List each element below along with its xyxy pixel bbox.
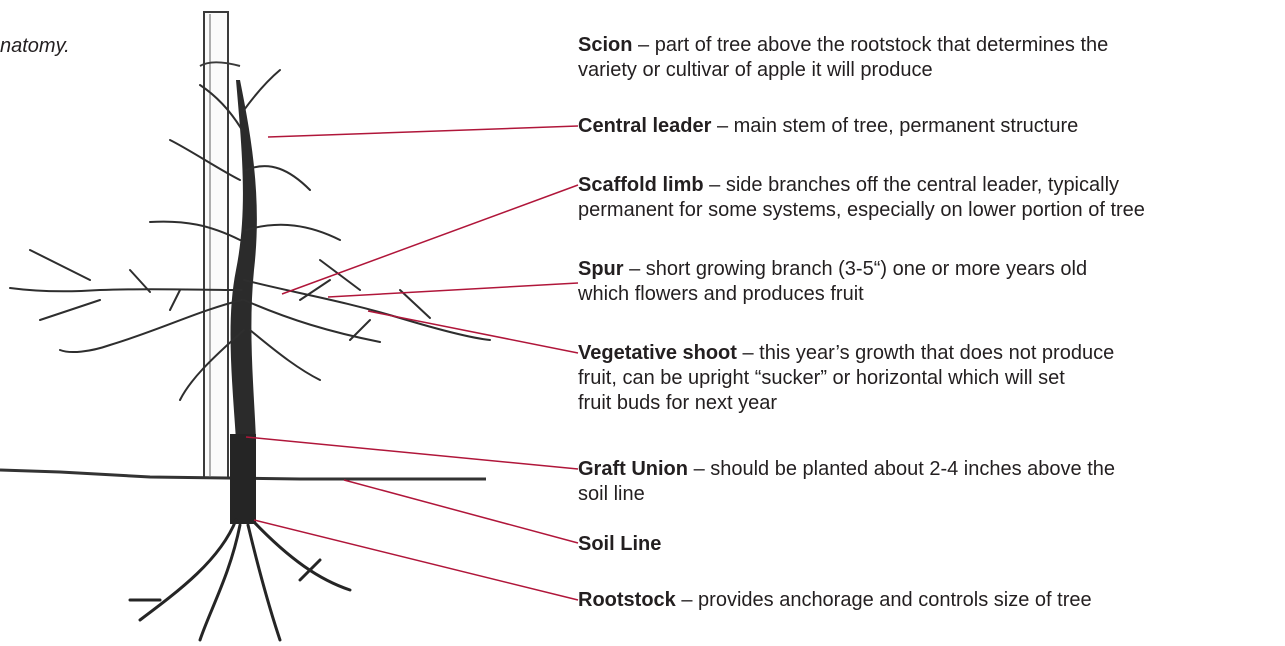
term-vegetative-shoot: Vegetative shoot	[578, 342, 737, 364]
label-vegetative-shoot: Vegetative shoot – this year’s growth th…	[578, 341, 1114, 416]
leader-lines	[246, 126, 578, 600]
term-central-leader: Central leader	[578, 115, 711, 137]
leader-line-vegetative-shoot	[368, 311, 578, 353]
term-rootstock: Rootstock	[578, 589, 676, 611]
label-graft-union: Graft Union – should be planted about 2-…	[578, 457, 1115, 507]
term-scaffold-limb: Scaffold limb	[578, 174, 704, 196]
label-soil-line: Soil Line	[578, 532, 661, 557]
leader-line-scaffold-limb	[282, 185, 578, 294]
term-graft-union: Graft Union	[578, 458, 688, 480]
label-scaffold-limb: Scaffold limb – side branches off the ce…	[578, 173, 1145, 223]
leader-line-graft-union	[246, 437, 578, 469]
leader-line-rootstock	[254, 520, 578, 600]
label-scion: Scion – part of tree above the rootstock…	[578, 33, 1108, 83]
label-rootstock: Rootstock – provides anchorage and contr…	[578, 588, 1092, 613]
graft-union	[230, 434, 256, 524]
label-spur: Spur – short growing branch (3-5“) one o…	[578, 257, 1087, 307]
label-central-leader: Central leader – main stem of tree, perm…	[578, 114, 1078, 139]
term-scion: Scion	[578, 34, 632, 56]
leader-line-central-leader	[268, 126, 578, 137]
roots	[130, 520, 350, 640]
leader-line-soil-line	[344, 480, 578, 543]
term-spur: Spur	[578, 258, 624, 280]
leader-line-spur	[328, 283, 578, 297]
term-soil-line: Soil Line	[578, 533, 661, 555]
